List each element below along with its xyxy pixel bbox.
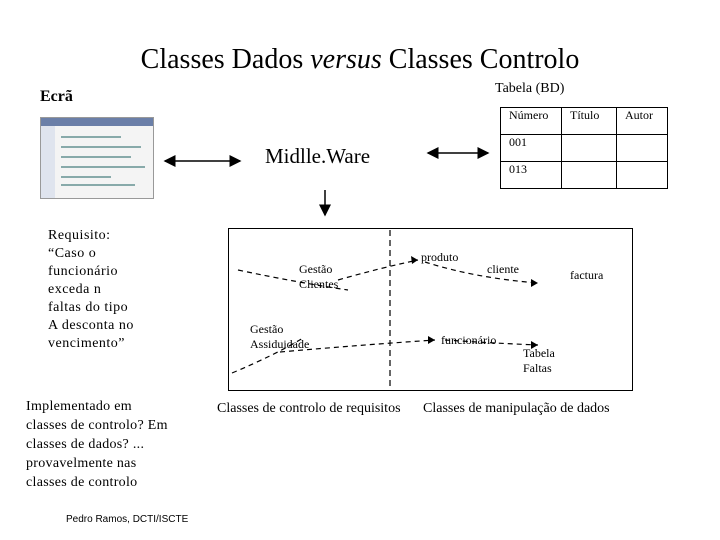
- slide-title: Classes Dados versus Classes Controlo: [140, 44, 580, 75]
- table-row: 001: [500, 134, 668, 162]
- node-factura: factura: [570, 268, 604, 282]
- node-tabela-faltas: Tabela Faltas: [523, 346, 555, 375]
- node-gestao-clientes: Gestão Clientes: [299, 262, 339, 291]
- node-produto: produto: [421, 250, 459, 264]
- node-cliente: cliente: [487, 262, 519, 276]
- table-cell: [561, 161, 617, 189]
- ecra-label: Ecrã: [40, 88, 73, 105]
- node-gestao-assiduidade: Gestão Assiduidade: [250, 322, 310, 351]
- connector-assiduidade-funcionario: [279, 339, 436, 353]
- author-footer: Pedro Ramos, DCTI/ISCTE: [66, 514, 189, 525]
- connector-funcionario-faltas: [444, 339, 539, 346]
- connector-clientes-left: [237, 269, 349, 291]
- node-funcionario: funcionário: [441, 333, 497, 347]
- connector-assiduidade-left: [231, 337, 304, 374]
- db-table: Número Título Autor 001 013: [500, 107, 668, 189]
- tabela-label: Tabela (BD): [495, 81, 565, 96]
- table-cell: [561, 134, 617, 162]
- middleware-label: Midlle.Ware: [265, 144, 371, 168]
- caption-manipulacao: Classes de manipulação de dados: [423, 401, 610, 416]
- connector-produto-cliente: [424, 261, 539, 284]
- table-cell: [616, 134, 668, 162]
- requisito-text: Requisito: “Caso o funcionário exceda n …: [48, 228, 134, 351]
- table-cell: 001: [500, 134, 562, 162]
- implementado-text: Implementado em classes de controlo? Em …: [26, 399, 168, 490]
- classes-diagram-box: [228, 228, 633, 391]
- table-cell: [616, 161, 668, 189]
- table-row: 013: [500, 161, 668, 189]
- table-cell: 013: [500, 161, 562, 189]
- caption-controlo: Classes de controlo de requisitos: [217, 401, 401, 416]
- table-header-autor: Autor: [616, 107, 668, 135]
- connector-clientes-produto: [337, 259, 419, 281]
- screen-thumbnail: [40, 117, 154, 199]
